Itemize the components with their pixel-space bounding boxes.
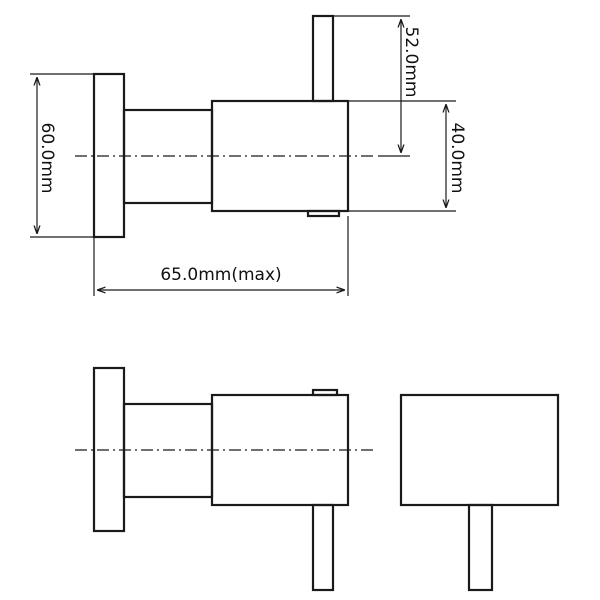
dimension-label-body: 40.0mm — [447, 123, 467, 194]
bottom-lever — [311, 503, 335, 592]
side-lever — [467, 503, 494, 592]
dimension-lever-height: 52.0mm — [333, 15, 421, 157]
top-lever — [311, 14, 335, 103]
dimension-label-lever: 52.0mm — [401, 27, 421, 98]
dimension-flange-height: 60.0mm — [30, 73, 94, 238]
dimension-overall-length: 65.0mm(max) — [93, 216, 349, 296]
dimension-label-flange: 60.0mm — [37, 123, 57, 194]
side-view — [399, 393, 560, 592]
dimension-body-height: 40.0mm — [348, 100, 467, 212]
bottom-view — [75, 366, 376, 592]
dimension-label-length: 65.0mm(max) — [160, 265, 281, 285]
top-lever-base-tab — [306, 209, 341, 218]
top-view: 60.0mm 65.0mm(max) 52.0mm 40.0mm — [30, 14, 467, 296]
side-body — [399, 393, 560, 507]
bottom-lever-top-tab — [311, 388, 339, 397]
